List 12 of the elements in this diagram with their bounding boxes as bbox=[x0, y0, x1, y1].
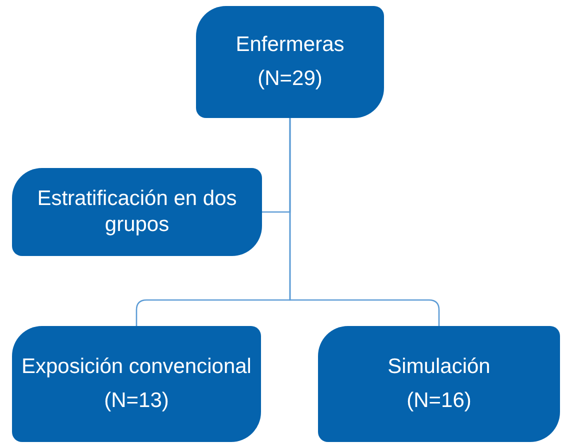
node-text: Enfermeras bbox=[236, 32, 344, 58]
connector-line bbox=[289, 118, 440, 326]
node-text: (N=29) bbox=[258, 66, 322, 92]
node-text: (N=13) bbox=[104, 388, 169, 414]
node-text: Estratificación en dos grupos bbox=[36, 186, 238, 238]
process-box bbox=[12, 326, 261, 442]
process-box bbox=[12, 168, 262, 256]
process-box bbox=[196, 6, 384, 118]
node-text: (N=16) bbox=[406, 388, 472, 414]
process-box bbox=[318, 326, 560, 442]
node-text: Simulación bbox=[388, 354, 490, 380]
node-text: Exposición convencional bbox=[22, 354, 252, 380]
